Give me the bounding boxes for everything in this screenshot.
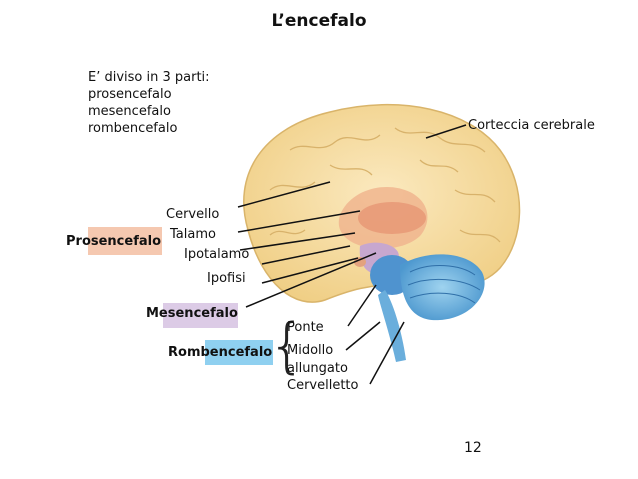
cerebellum — [400, 254, 485, 321]
division-prosencefalo: Prosencefalo — [66, 234, 162, 249]
division-mesencefalo: Mesencefalo — [146, 306, 238, 321]
leader-cervello-a — [237, 181, 331, 208]
mesencefalo-highlight — [163, 303, 238, 328]
label-allungato: allungato — [287, 361, 348, 376]
gyri-lines — [269, 127, 501, 243]
intro-line: mesencefalo — [88, 104, 171, 119]
leader-talamo — [239, 232, 356, 251]
medulla — [378, 290, 406, 362]
label-ipotalamo: Ipotalamo — [184, 247, 250, 262]
leader-cervelletto — [369, 321, 405, 385]
page-number: 12 — [464, 440, 482, 456]
label-corteccia: Corteccia cerebrale — [468, 118, 595, 133]
division-rombencefalo: Rombencefalo — [168, 345, 273, 360]
intro-line: rombencefalo — [88, 121, 178, 136]
intro-line: E’ diviso in 3 parti: — [88, 70, 210, 85]
label-cervello: Cervello — [166, 207, 220, 222]
leader-corteccia — [425, 124, 467, 139]
intro-line: prosencefalo — [88, 87, 172, 102]
intro-text: E’ diviso in 3 parti: prosencefalo mesen… — [88, 69, 210, 137]
prosencefalo-highlight — [88, 227, 162, 255]
leader-midollo — [345, 321, 381, 351]
label-midollo: Midollo — [287, 343, 334, 358]
leader-ponte — [347, 284, 377, 327]
leader-mesencefalo — [245, 252, 377, 308]
label-talamo: Talamo — [170, 227, 216, 242]
label-ponte: Ponte — [287, 320, 324, 335]
pituitary — [354, 257, 366, 267]
rombencefalo-highlight — [205, 340, 273, 365]
page-title: L’encefalo — [271, 11, 367, 31]
label-cervelletto: Cervelletto — [287, 378, 359, 393]
leader-ipofisi — [261, 257, 359, 284]
leader-cervello-b — [237, 210, 361, 233]
label-ipofisi: Ipofisi — [207, 271, 246, 286]
thalamus — [358, 202, 426, 234]
leader-ipotalamo — [261, 245, 351, 265]
cerebellum-folia — [407, 265, 481, 304]
rombencefalo-brace: { — [268, 311, 307, 381]
